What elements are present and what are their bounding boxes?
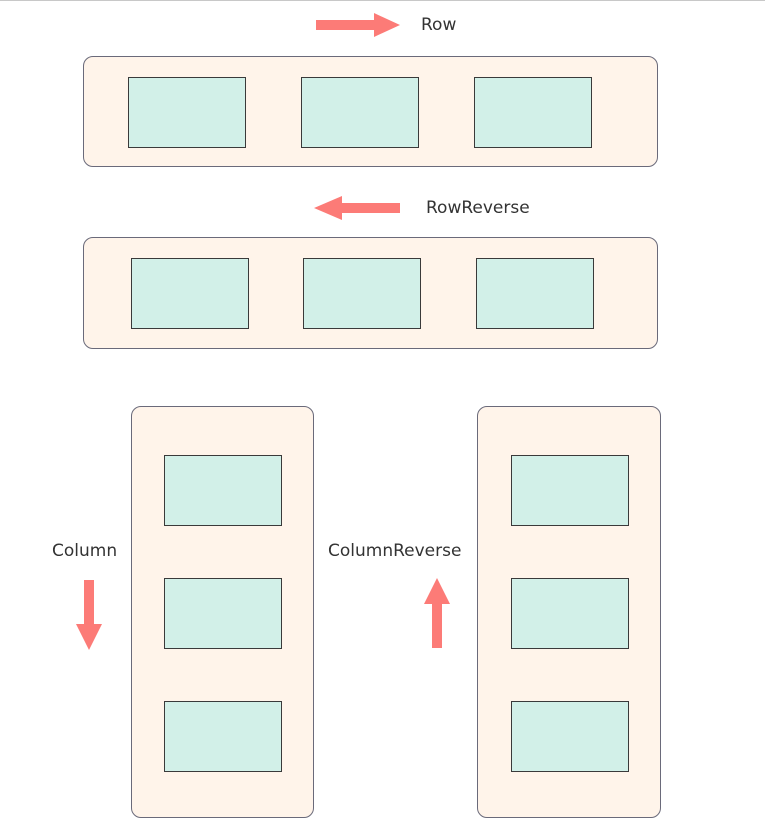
item-column-reverse-3 — [511, 701, 629, 772]
container-column — [131, 406, 314, 818]
container-row — [83, 56, 658, 167]
item-row-2 — [301, 77, 419, 148]
item-column-1 — [164, 455, 282, 526]
label-row: Row — [421, 15, 457, 35]
item-row-reverse-3 — [476, 258, 594, 329]
item-column-2 — [164, 578, 282, 649]
container-column-reverse — [477, 406, 661, 818]
container-row-reverse — [83, 237, 658, 349]
item-row-reverse-2 — [303, 258, 421, 329]
item-row-3 — [474, 77, 592, 148]
label-column-reverse: ColumnReverse — [328, 541, 462, 561]
arrow-left-icon — [314, 196, 400, 220]
item-row-1 — [128, 77, 246, 148]
item-row-reverse-1 — [131, 258, 249, 329]
label-row-reverse: RowReverse — [426, 198, 530, 218]
item-column-3 — [164, 701, 282, 772]
arrow-up-icon — [424, 578, 450, 648]
arrow-down-icon — [76, 580, 102, 650]
item-column-reverse-2 — [511, 578, 629, 649]
top-divider — [0, 0, 765, 1]
arrow-right-icon — [316, 13, 400, 37]
item-column-reverse-1 — [511, 455, 629, 526]
label-column: Column — [52, 541, 118, 561]
